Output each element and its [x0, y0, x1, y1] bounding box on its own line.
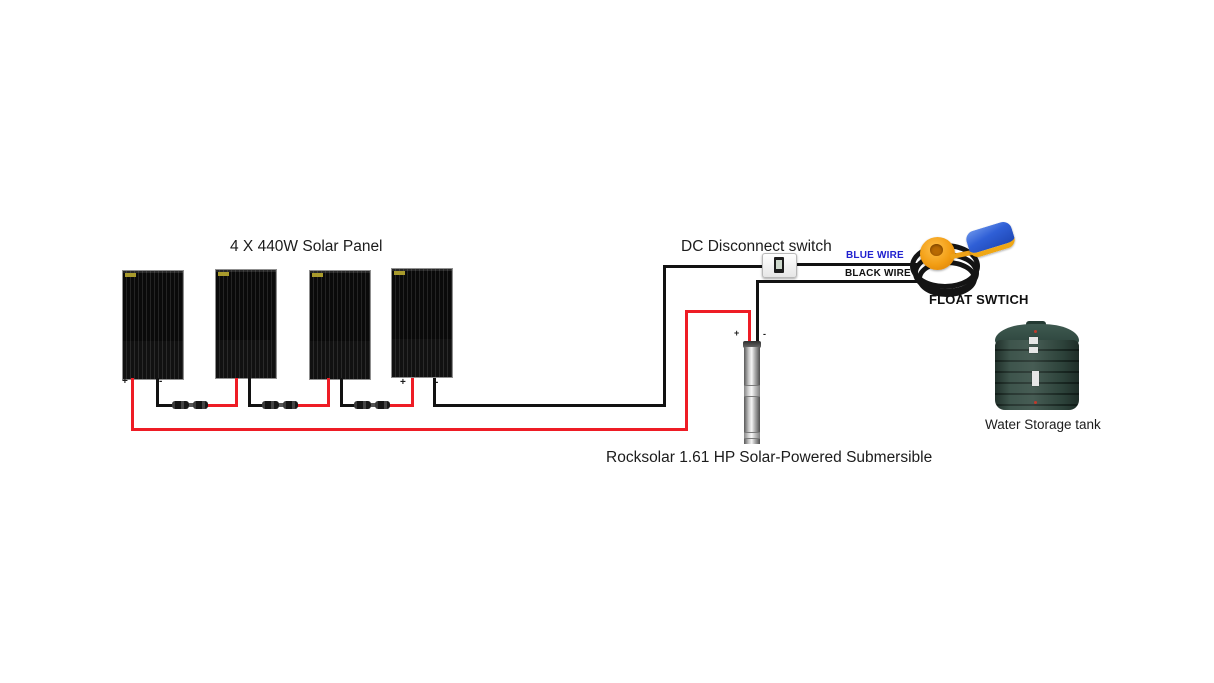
switch-display [774, 257, 784, 273]
mc4-connector-icon [283, 401, 298, 409]
mc4-pin-icon [279, 403, 284, 407]
pump-negative-label: - [763, 329, 766, 339]
solar-panel-2 [215, 269, 277, 379]
panel-sticker-icon [125, 273, 136, 277]
switch-feed-wire [663, 265, 763, 268]
mc4-connector-icon [172, 401, 189, 409]
mc4-pin-icon [371, 403, 376, 407]
tank-dot-icon [1034, 330, 1037, 333]
pump-label: Rocksolar 1.61 HP Solar-Powered Submersi… [606, 449, 933, 466]
panel3-positive-wire [327, 378, 330, 407]
panel4-positive-wire [411, 378, 414, 407]
mc4-connector-icon [375, 401, 390, 409]
panel2-negative-wire [248, 404, 266, 407]
black-wire-label: BLACK WIRE [845, 268, 911, 279]
dc-disconnect-switch [762, 253, 797, 278]
pump-negative-wire [756, 280, 759, 343]
array-positive-run [131, 428, 688, 431]
pump-band [744, 385, 760, 397]
panel4-positive-label: + [400, 377, 406, 388]
tank-sticker-icon [1029, 337, 1038, 344]
panel1-positive-wire [131, 378, 134, 431]
blue-wire-run [794, 263, 920, 266]
mc4-connector-icon [354, 401, 371, 409]
pump-band [744, 432, 760, 439]
panel1-negative-wire [156, 378, 159, 407]
panel1-negative-label: - [159, 376, 163, 387]
panel-sticker-icon [394, 271, 405, 275]
black-wire-run [756, 280, 926, 283]
tank-sticker-icon [1032, 371, 1039, 386]
submersible-pump [744, 347, 760, 444]
solar-panel-4 [391, 268, 453, 378]
panel-sticker-icon [312, 273, 323, 277]
tank-sticker-icon [1029, 347, 1038, 353]
panel1-positive-label: + [122, 376, 128, 387]
panel4-negative-wire [433, 378, 436, 407]
pump-positive-label: + [734, 328, 740, 338]
tank-label: Water Storage tank [985, 417, 1101, 432]
array-negative-run [433, 404, 666, 407]
float-switch-float-icon [964, 219, 1017, 260]
panel3-negative-wire [340, 378, 343, 407]
panel3-positive-wire [296, 404, 330, 407]
solar-array-title: 4 X 440W Solar Panel [230, 238, 383, 255]
dc-disconnect-label: DC Disconnect switch [681, 238, 832, 255]
solar-panel-3 [309, 270, 371, 380]
panel-sticker-icon [218, 272, 229, 276]
tank-dot-icon [1034, 401, 1037, 404]
float-switch-spool-hole-icon [930, 244, 943, 256]
panel2-positive-wire [205, 404, 238, 407]
panel4-negative-label: - [435, 377, 439, 388]
panel2-positive-wire [235, 378, 238, 407]
panel3-negative-wire [340, 404, 358, 407]
pump-cap [743, 341, 761, 348]
array-negative-riser [663, 266, 666, 407]
panel4-positive-wire [389, 404, 414, 407]
mc4-pin-icon [189, 403, 194, 407]
positive-top-run [685, 310, 751, 313]
mc4-connector-icon [193, 401, 208, 409]
panel1-negative-wire [156, 404, 176, 407]
solar-panel-1 [122, 270, 184, 380]
positive-riser [685, 311, 688, 431]
panel2-negative-wire [248, 378, 251, 407]
tank-dome [995, 324, 1079, 344]
pump-positive-wire [748, 310, 751, 344]
blue-wire-label: BLUE WIRE [846, 250, 904, 261]
mc4-connector-icon [262, 401, 279, 409]
